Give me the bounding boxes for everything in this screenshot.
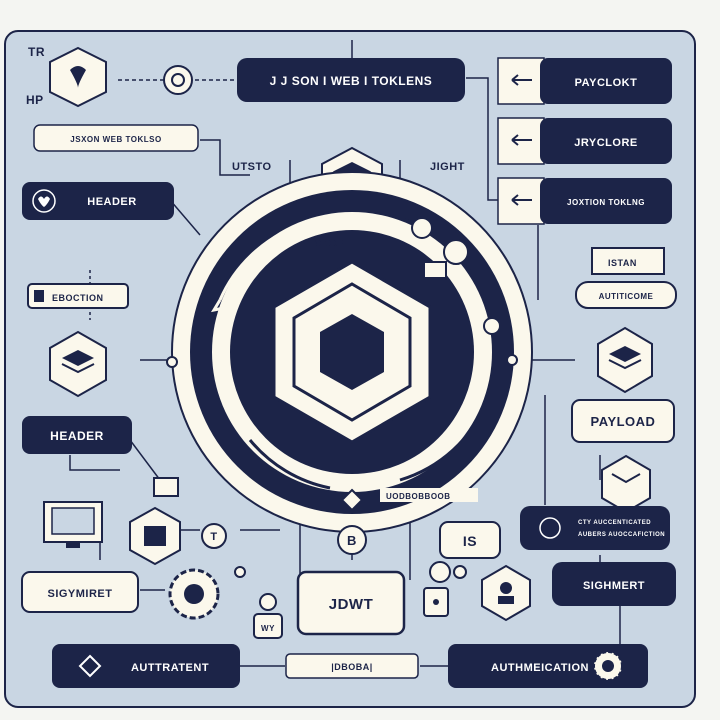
eboction-label: EBOCTION xyxy=(52,293,104,303)
ring-letter: B xyxy=(347,533,357,548)
eboction-tag xyxy=(27,283,129,309)
key-icon xyxy=(423,261,447,279)
stack-item-3-label: JOXTION TOKLNG xyxy=(567,198,645,207)
payload-box-label: PAYLOAD xyxy=(591,414,656,429)
person-icon xyxy=(481,564,531,622)
ring-letter-circle xyxy=(337,525,367,555)
stack-item-3 xyxy=(540,178,672,224)
connector-line xyxy=(466,77,500,201)
title-pill xyxy=(237,58,465,102)
ring-bottom-text: UODBOBBOOB xyxy=(386,492,451,501)
node-dot xyxy=(483,317,501,335)
node-dot xyxy=(166,356,178,368)
token-icon xyxy=(443,239,469,265)
stack-item-2 xyxy=(540,118,672,164)
gear-icon xyxy=(168,568,220,620)
subtitle-pill xyxy=(33,124,199,152)
bottom-center-pill xyxy=(285,653,419,679)
bottom-center-label: |DBOBA| xyxy=(331,662,373,672)
layers-icon xyxy=(49,330,107,398)
node-dot xyxy=(234,566,246,578)
left-header-label: HEADER xyxy=(87,196,136,208)
right-small-line-1: CTY AUCCENTICATED xyxy=(578,520,651,526)
mid-label-right: JIGHT xyxy=(430,161,465,173)
check-icon xyxy=(539,517,561,539)
diamond-icon xyxy=(78,654,102,678)
doc-icon xyxy=(153,477,179,497)
corner-label-tr: TR xyxy=(28,45,45,59)
chip-icon xyxy=(129,506,181,566)
heart-icon xyxy=(32,189,56,213)
right-stack: PAYCLOKT JRYCLORE JOXTION TOKLNG xyxy=(497,57,672,225)
jdwt-label: JDWT xyxy=(329,596,374,613)
hexagon-core-icon xyxy=(272,260,432,444)
connector-line xyxy=(169,199,201,236)
title-text: J J SON I WEB I TOKLENS xyxy=(270,74,433,88)
left-header-pill xyxy=(22,182,174,220)
ring-top-text: BOODF xyxy=(312,239,343,248)
stack-item-2-label: JRYCLORE xyxy=(574,137,638,149)
diamond-icon xyxy=(340,488,364,512)
arrow-icon xyxy=(511,134,532,146)
signature-left-label: SIGYMIRET xyxy=(47,588,112,600)
token-icon xyxy=(411,217,433,239)
authticome-label: AUTITICOME xyxy=(599,292,654,301)
badge-icon xyxy=(163,65,193,95)
left-header-box-label: HEADER xyxy=(50,429,104,443)
bottom-left-pill xyxy=(52,644,240,688)
is-badge xyxy=(439,521,501,559)
signature-left-box xyxy=(21,571,139,613)
node-dot xyxy=(506,354,518,366)
layers-icon xyxy=(597,326,653,394)
signature-right-label: SIGHMERT xyxy=(583,580,645,592)
shield-icon xyxy=(49,46,107,108)
lock-icon xyxy=(423,587,449,617)
gear-icon xyxy=(593,651,623,681)
connector-line xyxy=(129,439,161,481)
mid-label-left: UTSTO xyxy=(232,161,272,173)
bottom-right-label: AUTHMEICATION xyxy=(491,662,589,674)
ring-bottom-plate xyxy=(380,488,478,502)
istan-tag xyxy=(591,247,665,275)
payload-box xyxy=(571,399,675,443)
diamond-icon xyxy=(476,418,492,434)
authticome-pill xyxy=(575,281,677,309)
t-circle-label: T xyxy=(210,531,217,543)
currency-icon xyxy=(429,561,451,583)
wy-badge: WY xyxy=(261,624,275,633)
connector-line xyxy=(69,455,120,471)
person-icon xyxy=(253,593,283,639)
node-dot xyxy=(453,565,467,579)
stack-item-1 xyxy=(540,58,672,104)
is-badge-label: IS xyxy=(463,533,477,549)
corner-label-hp: HP xyxy=(26,93,44,107)
t-circle xyxy=(201,523,227,549)
subtitle-text: JSXON WEB TOKLSO xyxy=(70,135,161,144)
stack-item-1-label: PAYCLOKT xyxy=(575,77,638,89)
cube-icon xyxy=(601,454,651,514)
jdwt-box xyxy=(296,570,406,636)
right-small-pill xyxy=(520,506,670,550)
left-header-box xyxy=(22,416,132,454)
arrow-icon xyxy=(511,74,532,86)
bottom-left-label: AUTTRATENT xyxy=(131,662,209,674)
monitor-icon xyxy=(43,501,103,548)
signature-right-box xyxy=(552,562,676,606)
arrow-icon xyxy=(511,194,532,206)
connector-line xyxy=(200,139,250,176)
right-small-line-2: AUBERS AUOCCAFICTION xyxy=(578,532,665,538)
tag-icon xyxy=(34,290,44,302)
istan-label: ISTAN xyxy=(608,258,637,268)
